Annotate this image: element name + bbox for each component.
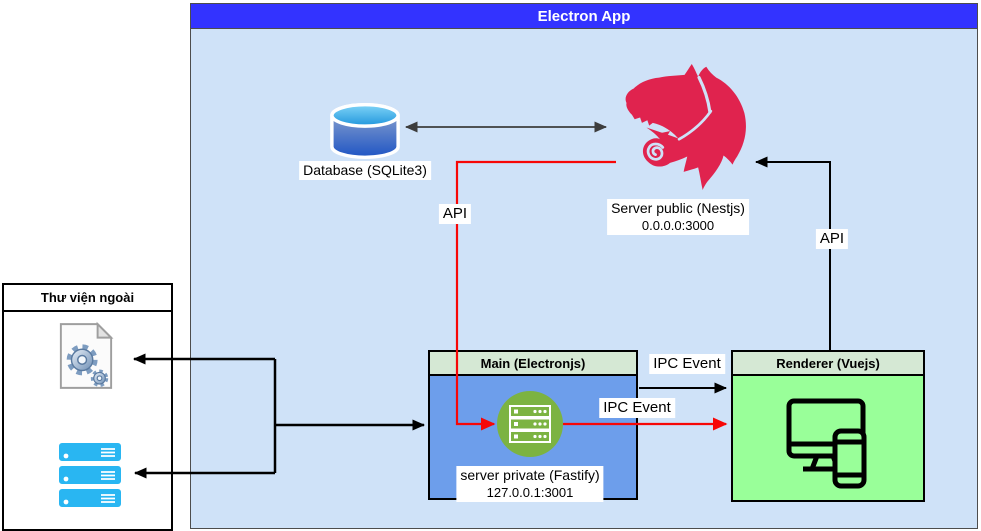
server-private-address: 127.0.0.1:3001 [486,485,574,500]
electron-app-title: Electron App [537,7,631,25]
green-circle-server-icon [497,391,563,457]
ipc-event-label-top: IPC Event [649,354,725,374]
api-label-left-text: API [442,205,468,222]
external-library-header: Thư viện ngoài [4,285,171,312]
renderer-vuejs-box: Renderer (Vuejs) [731,350,925,502]
server-private-name: server private (Fastify) [460,467,600,483]
server-public-label: Server public (Nestjs) 0.0.0.0:3000 [607,199,749,235]
api-label-left: API [438,204,472,224]
cyan-server-stack-icon [57,441,123,509]
monitor-and-phone-icon [786,398,872,490]
main-electronjs-header: Main (Electronjs) [430,352,636,376]
database-cylinder-icon [328,100,402,162]
external-library-title: Thư viện ngoài [40,290,135,305]
main-electronjs-title: Main (Electronjs) [480,355,586,371]
server-public-name: Server public (Nestjs) [611,200,745,216]
electron-app-titlebar: Electron App [191,4,977,29]
renderer-vuejs-header: Renderer (Vuejs) [733,352,923,376]
api-label-right: API [815,229,849,249]
nestjs-logo [612,57,748,197]
ipc-event-label-bottom: IPC Event [599,398,675,418]
api-label-right-text: API [819,230,845,247]
server-public-address: 0.0.0.0:3000 [641,218,715,233]
ipc-event-label-top-text: IPC Event [653,355,721,372]
ipc-event-label-bottom-text: IPC Event [603,399,671,416]
renderer-vuejs-title: Renderer (Vuejs) [776,355,880,371]
server-private-label: server private (Fastify) 127.0.0.1:3001 [456,466,604,502]
database-label: Database (SQLite3) [299,161,431,180]
gear-document-icon [57,320,115,392]
database-label-text: Database (SQLite3) [303,162,427,178]
